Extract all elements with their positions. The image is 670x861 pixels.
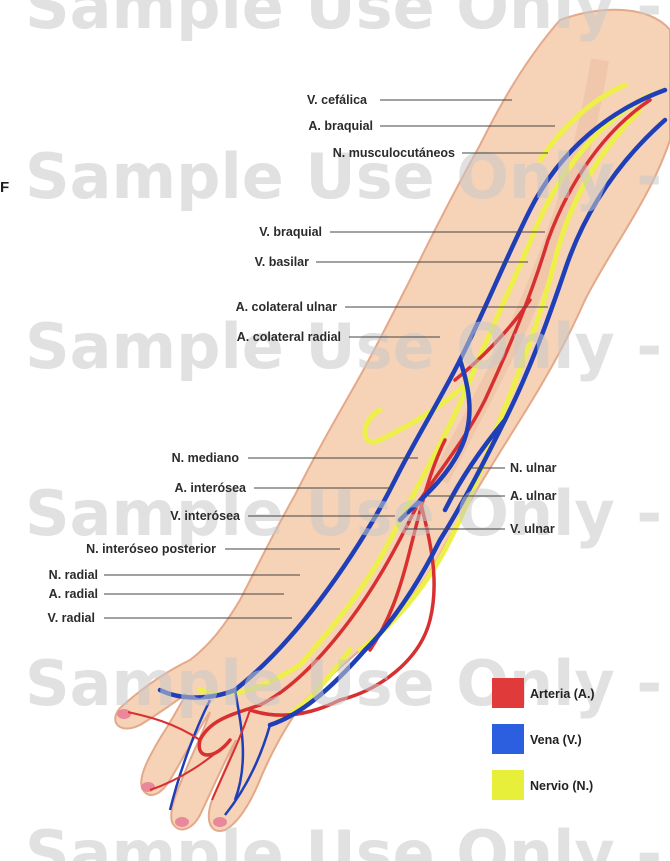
anatomy-label: N. ulnar bbox=[510, 461, 557, 475]
anatomy-label: A. interósea bbox=[174, 481, 247, 495]
anatomy-label: V. basilar bbox=[255, 255, 310, 269]
watermark-text: Sample Use Only - C bbox=[25, 647, 670, 720]
watermark-text: Sample Use Only - C bbox=[25, 817, 670, 861]
anatomy-label: V. radial bbox=[48, 611, 96, 625]
anatomy-label: N. interóseo posterior bbox=[86, 542, 216, 556]
anatomy-label: N. radial bbox=[49, 568, 98, 582]
anatomy-label: A. braquial bbox=[308, 119, 373, 133]
legend: Arteria (A.) Vena (V.) Nervio (N.) bbox=[492, 678, 595, 800]
stray-letter: F bbox=[0, 179, 9, 196]
anatomy-label: A. colateral radial bbox=[237, 330, 341, 344]
watermark-text: Sample Use Only - C bbox=[25, 310, 670, 383]
anatomy-label: V. ulnar bbox=[510, 522, 555, 536]
legend-label: Nervio (N.) bbox=[530, 779, 593, 793]
legend-label: Vena (V.) bbox=[530, 733, 582, 747]
legend-swatch bbox=[492, 770, 524, 800]
legend-swatch bbox=[492, 724, 524, 754]
anatomy-label: N. musculocutáneos bbox=[333, 146, 455, 160]
anatomy-label: V. cefálica bbox=[307, 93, 368, 107]
watermark-text: Sample Use Only - C bbox=[25, 0, 670, 43]
anatomy-label: A. radial bbox=[49, 587, 98, 601]
anatomy-label: N. mediano bbox=[172, 451, 240, 465]
anatomy-label: A. ulnar bbox=[510, 489, 557, 503]
anatomy-label: V. braquial bbox=[259, 225, 322, 239]
legend-swatch bbox=[492, 678, 524, 708]
legend-label: Arteria (A.) bbox=[530, 687, 595, 701]
anatomy-label: A. colateral ulnar bbox=[236, 300, 338, 314]
anatomy-label: V. interósea bbox=[170, 509, 241, 523]
